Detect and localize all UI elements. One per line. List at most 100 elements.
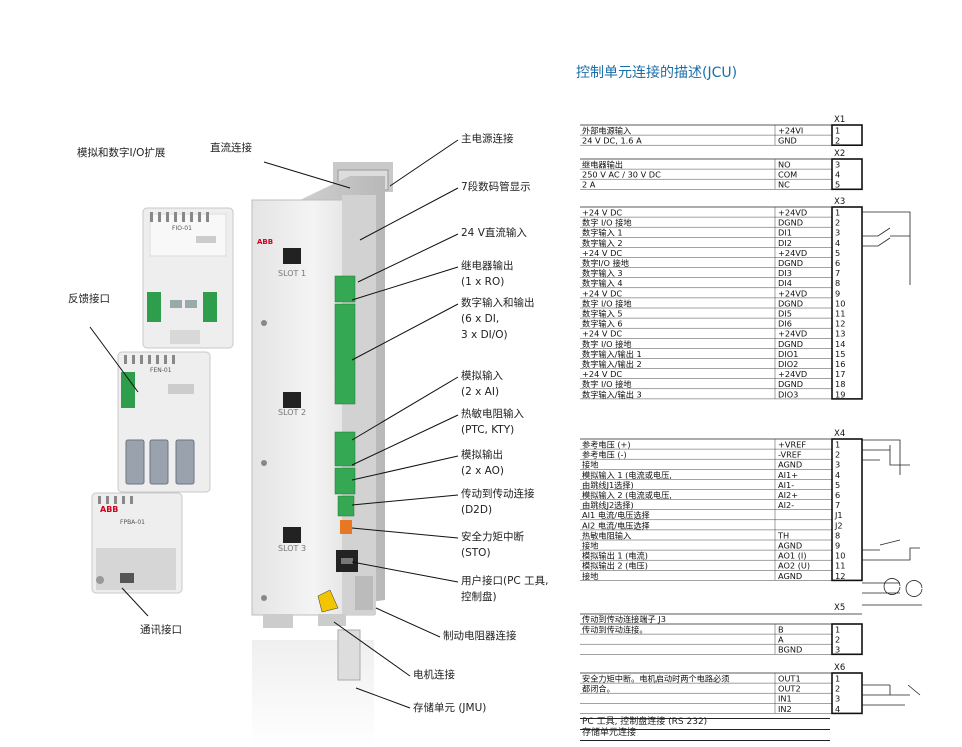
row-pin: 10 — [835, 551, 845, 561]
row-pin: 2 — [835, 450, 840, 460]
callout-sto: 安全力矩中断(STO) — [461, 531, 524, 559]
row-pin: 4 — [835, 238, 840, 248]
row-desc: +24 V DC — [582, 288, 622, 298]
row-pin: 4 — [835, 170, 840, 180]
row-pin: 5 — [835, 248, 840, 258]
row-signal: DGND — [778, 258, 803, 268]
row-signal: NO — [778, 160, 791, 170]
row-pin: 15 — [835, 349, 845, 359]
row-signal: DIO1 — [778, 349, 798, 359]
row-desc: 数字输入 1 — [582, 228, 623, 238]
row-pin: 14 — [835, 339, 845, 349]
block-id-x1: X1 — [834, 115, 845, 125]
slot1-label: SLOT 1 — [278, 269, 306, 278]
row-signal: OUT1 — [778, 674, 801, 684]
row-desc: 安全力矩中断。电机启动时两个电路必须 — [582, 674, 729, 684]
callout-24v-input: 24 V直流输入 — [461, 227, 527, 239]
row-signal: +24VD — [778, 329, 807, 339]
block-id-x4: X4 — [834, 429, 845, 439]
row-pin: 7 — [835, 268, 840, 278]
row-signal: NC — [778, 180, 790, 190]
row-signal: IN2 — [778, 704, 792, 714]
row-desc: AI2 电流/电压选择 — [582, 520, 650, 530]
row-desc: 数字输入/输出 2 — [582, 359, 642, 369]
row-pin: 8 — [835, 278, 840, 288]
row-signal: AGND — [778, 571, 802, 581]
row-desc: +24 V DC — [582, 208, 622, 218]
row-desc: 模拟输出 2 (电压) — [582, 561, 648, 571]
row-signal: AO1 (I) — [778, 551, 807, 561]
row-pin: 4 — [835, 704, 840, 714]
row-pin: 17 — [835, 369, 845, 379]
callout-brake-resistor: 制动电阻器连接 — [443, 630, 517, 642]
callout-analog-output: 模拟输出(2 x AO) — [461, 449, 505, 477]
row-signal: TH — [777, 530, 789, 540]
callout-memory-unit: 存储单元 (JMU) — [413, 702, 487, 714]
row-desc: 2 A — [582, 180, 596, 190]
row-pin: 9 — [835, 541, 840, 551]
row-desc: 外部电源输入 — [582, 126, 631, 136]
comm-label: 通讯接口 — [140, 624, 182, 636]
footer-rule-2 — [580, 729, 830, 730]
callout-7seg-display: 7段数码管显示 — [461, 181, 531, 193]
drive-body: ABB SLOT 1 SLOT 2 SLOT 3 — [251, 162, 393, 747]
row-pin: 8 — [835, 530, 840, 540]
row-pin: 11 — [835, 561, 845, 571]
row-signal: DI4 — [778, 278, 792, 288]
row-pin: 7 — [835, 500, 840, 510]
row-pin: 11 — [835, 309, 845, 319]
row-desc: 接地 — [582, 571, 598, 581]
callout-d2d: 传动到传动连接(D2D) — [461, 488, 535, 516]
row-signal: B — [778, 625, 784, 635]
row-pin: 18 — [835, 379, 845, 389]
row-desc: 由跳线J1选择) — [582, 480, 634, 490]
row-signal: AO2 (U) — [778, 561, 810, 571]
row-signal: DIO2 — [778, 359, 798, 369]
row-desc: 继电器输出 — [582, 160, 623, 170]
row-signal: A — [778, 635, 784, 645]
row-signal: DIO3 — [778, 389, 798, 399]
row-desc: 模拟输入 1 (电流或电压, — [582, 470, 672, 480]
row-signal: AGND — [778, 541, 802, 551]
drive-illustration: FIO-01 FEN-01 ABB FPBA-01 — [89, 139, 459, 747]
row-signal: AI2+ — [778, 490, 798, 500]
fio-module: FIO-01 — [142, 207, 234, 349]
row-pin: 6 — [835, 258, 840, 268]
row-signal: DGND — [778, 218, 803, 228]
row-desc: 数字 I/O 接地 — [582, 379, 632, 389]
row-pin: 2 — [835, 218, 840, 228]
block-id-x6: X6 — [834, 663, 845, 673]
row-pin: 16 — [835, 359, 845, 369]
fen-module-label: FEN-01 — [150, 367, 172, 374]
row-pin: 2 — [835, 684, 840, 694]
row-signal: BGND — [778, 645, 802, 655]
row-pin: 6 — [835, 490, 840, 500]
row-desc: 24 V DC, 1.6 A — [582, 136, 642, 146]
row-signal: DGND — [778, 339, 803, 349]
row-desc: 热敏电阻输入 — [582, 530, 631, 540]
row-desc: 参考电压 (+) — [582, 440, 631, 450]
row-pin: 3 — [835, 228, 840, 238]
row-signal: +24VD — [778, 208, 807, 218]
row-signal: GND — [778, 136, 797, 146]
fpba-module: ABB FPBA-01 — [91, 492, 183, 594]
callout-relay-output: 继电器输出(1 x RO) — [461, 260, 514, 288]
row-desc: 数字 I/O 接地 — [582, 218, 632, 228]
callout-motor: 电机连接 — [413, 669, 455, 681]
callout-digital-io: 数字输入和输出(6 x DI,3 x DI/O) — [461, 297, 535, 341]
row-pin: 1 — [835, 126, 840, 136]
fpba-brand: ABB — [100, 505, 118, 514]
row-desc: +24 V DC — [582, 369, 622, 379]
row-pin: 1 — [835, 208, 840, 218]
row-signal: +24VD — [778, 288, 807, 298]
row-signal: DI3 — [778, 268, 792, 278]
row-signal: -VREF — [778, 450, 802, 460]
row-pin: J1 — [834, 510, 843, 520]
row-desc: 传动到传动连接。 — [582, 625, 648, 635]
footer-pc-tool: PC 工具, 控制盘连接 (RS 232) — [582, 717, 708, 727]
row-signal: DI1 — [778, 228, 792, 238]
row-desc: 数字输入 4 — [582, 278, 623, 288]
fen-module: FEN-01 — [117, 351, 211, 493]
row-signal: +24VD — [778, 369, 807, 379]
row-desc: 数字 I/O 接地 — [582, 298, 632, 308]
